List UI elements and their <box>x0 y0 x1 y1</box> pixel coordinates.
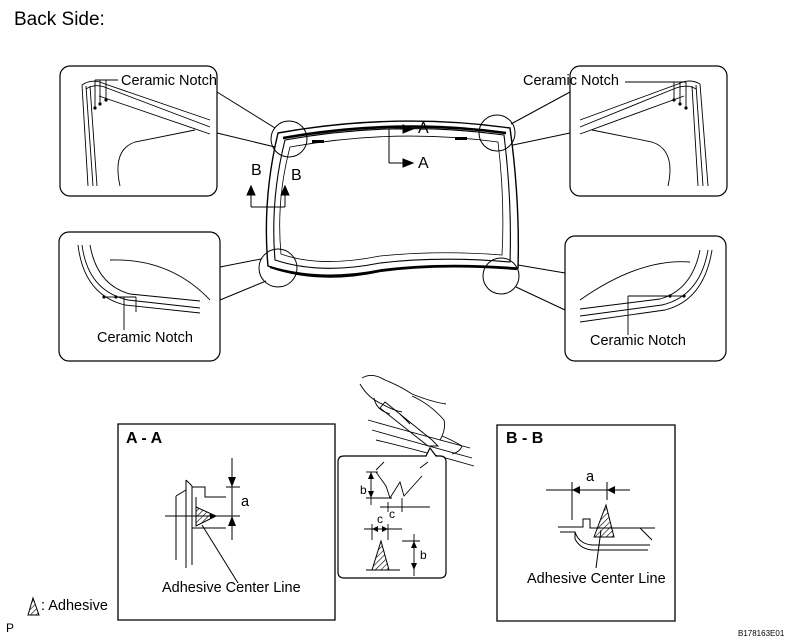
detail-bb-frame <box>497 425 675 621</box>
windshield-lower-molding <box>270 266 517 276</box>
nozzle-detail-frame <box>338 448 446 578</box>
detail-top-left-frame <box>60 66 217 196</box>
section-b-label-left: B <box>251 162 262 179</box>
adhesive-bead-nozzle <box>372 541 389 570</box>
figure-id: B178163E01 <box>738 629 785 638</box>
detail-top-right-frame <box>570 66 727 196</box>
detail-bottom-left <box>59 232 220 361</box>
ceramic-notch-label-top-right: Ceramic Notch <box>523 73 619 89</box>
corner-circles <box>259 115 519 294</box>
windshield-inner-edge <box>274 129 511 269</box>
detail-aa-frame <box>118 424 335 620</box>
leader-lines <box>217 92 570 310</box>
nozzle-dim-b-lower: b <box>420 548 427 562</box>
nozzle-illustration <box>360 375 474 466</box>
ceramic-notch-label-bottom-right: Ceramic Notch <box>590 333 686 349</box>
circle-bottom-right <box>483 258 519 294</box>
detail-bottom-left-frame <box>59 232 220 361</box>
section-a-label-lower: A <box>418 155 429 172</box>
nozzle-dim-c-lower: c <box>377 512 383 526</box>
page-title: Back Side: <box>14 9 105 30</box>
ceramic-notch-label-top-left: Ceramic Notch <box>121 73 217 89</box>
detail-aa-title: A - A <box>126 430 163 447</box>
detail-top-right <box>570 66 727 196</box>
page-code: P <box>6 621 15 635</box>
windshield-ceramic-band <box>280 136 503 261</box>
adhesive-bead-aa <box>196 507 216 526</box>
detail-aa-center-line-label: Adhesive Center Line <box>162 580 301 596</box>
nozzle-detail <box>338 448 446 578</box>
detail-bb-dim-a: a <box>586 469 595 485</box>
detail-aa-dim-a: a <box>241 494 250 510</box>
circle-top-right <box>479 115 515 151</box>
circle-bottom-left <box>259 249 297 287</box>
circle-top-left <box>271 121 307 157</box>
detail-bottom-right-frame <box>565 236 726 361</box>
windshield-notch-right-top <box>455 137 467 140</box>
ceramic-notch-label-bottom-left: Ceramic Notch <box>97 330 193 346</box>
section-b-marker <box>247 186 289 207</box>
section-a-label-upper: A <box>418 120 429 137</box>
detail-top-left <box>60 66 217 196</box>
detail-bottom-right <box>565 236 726 361</box>
windshield-notch-left-top <box>312 140 324 143</box>
detail-bb <box>497 425 675 621</box>
detail-bb-center-line-label: Adhesive Center Line <box>527 571 666 587</box>
nozzle-dim-b-upper: b <box>360 483 367 497</box>
adhesive-bead-bb <box>594 505 614 537</box>
adhesive-legend-icon <box>28 598 39 615</box>
section-a-marker <box>389 125 413 167</box>
detail-aa <box>118 424 335 620</box>
detail-bb-title: B - B <box>506 430 544 447</box>
nozzle-dim-c-upper: c <box>389 507 395 521</box>
windshield <box>266 121 518 277</box>
adhesive-legend-label: : Adhesive <box>41 598 108 614</box>
section-b-label-right: B <box>291 167 302 184</box>
